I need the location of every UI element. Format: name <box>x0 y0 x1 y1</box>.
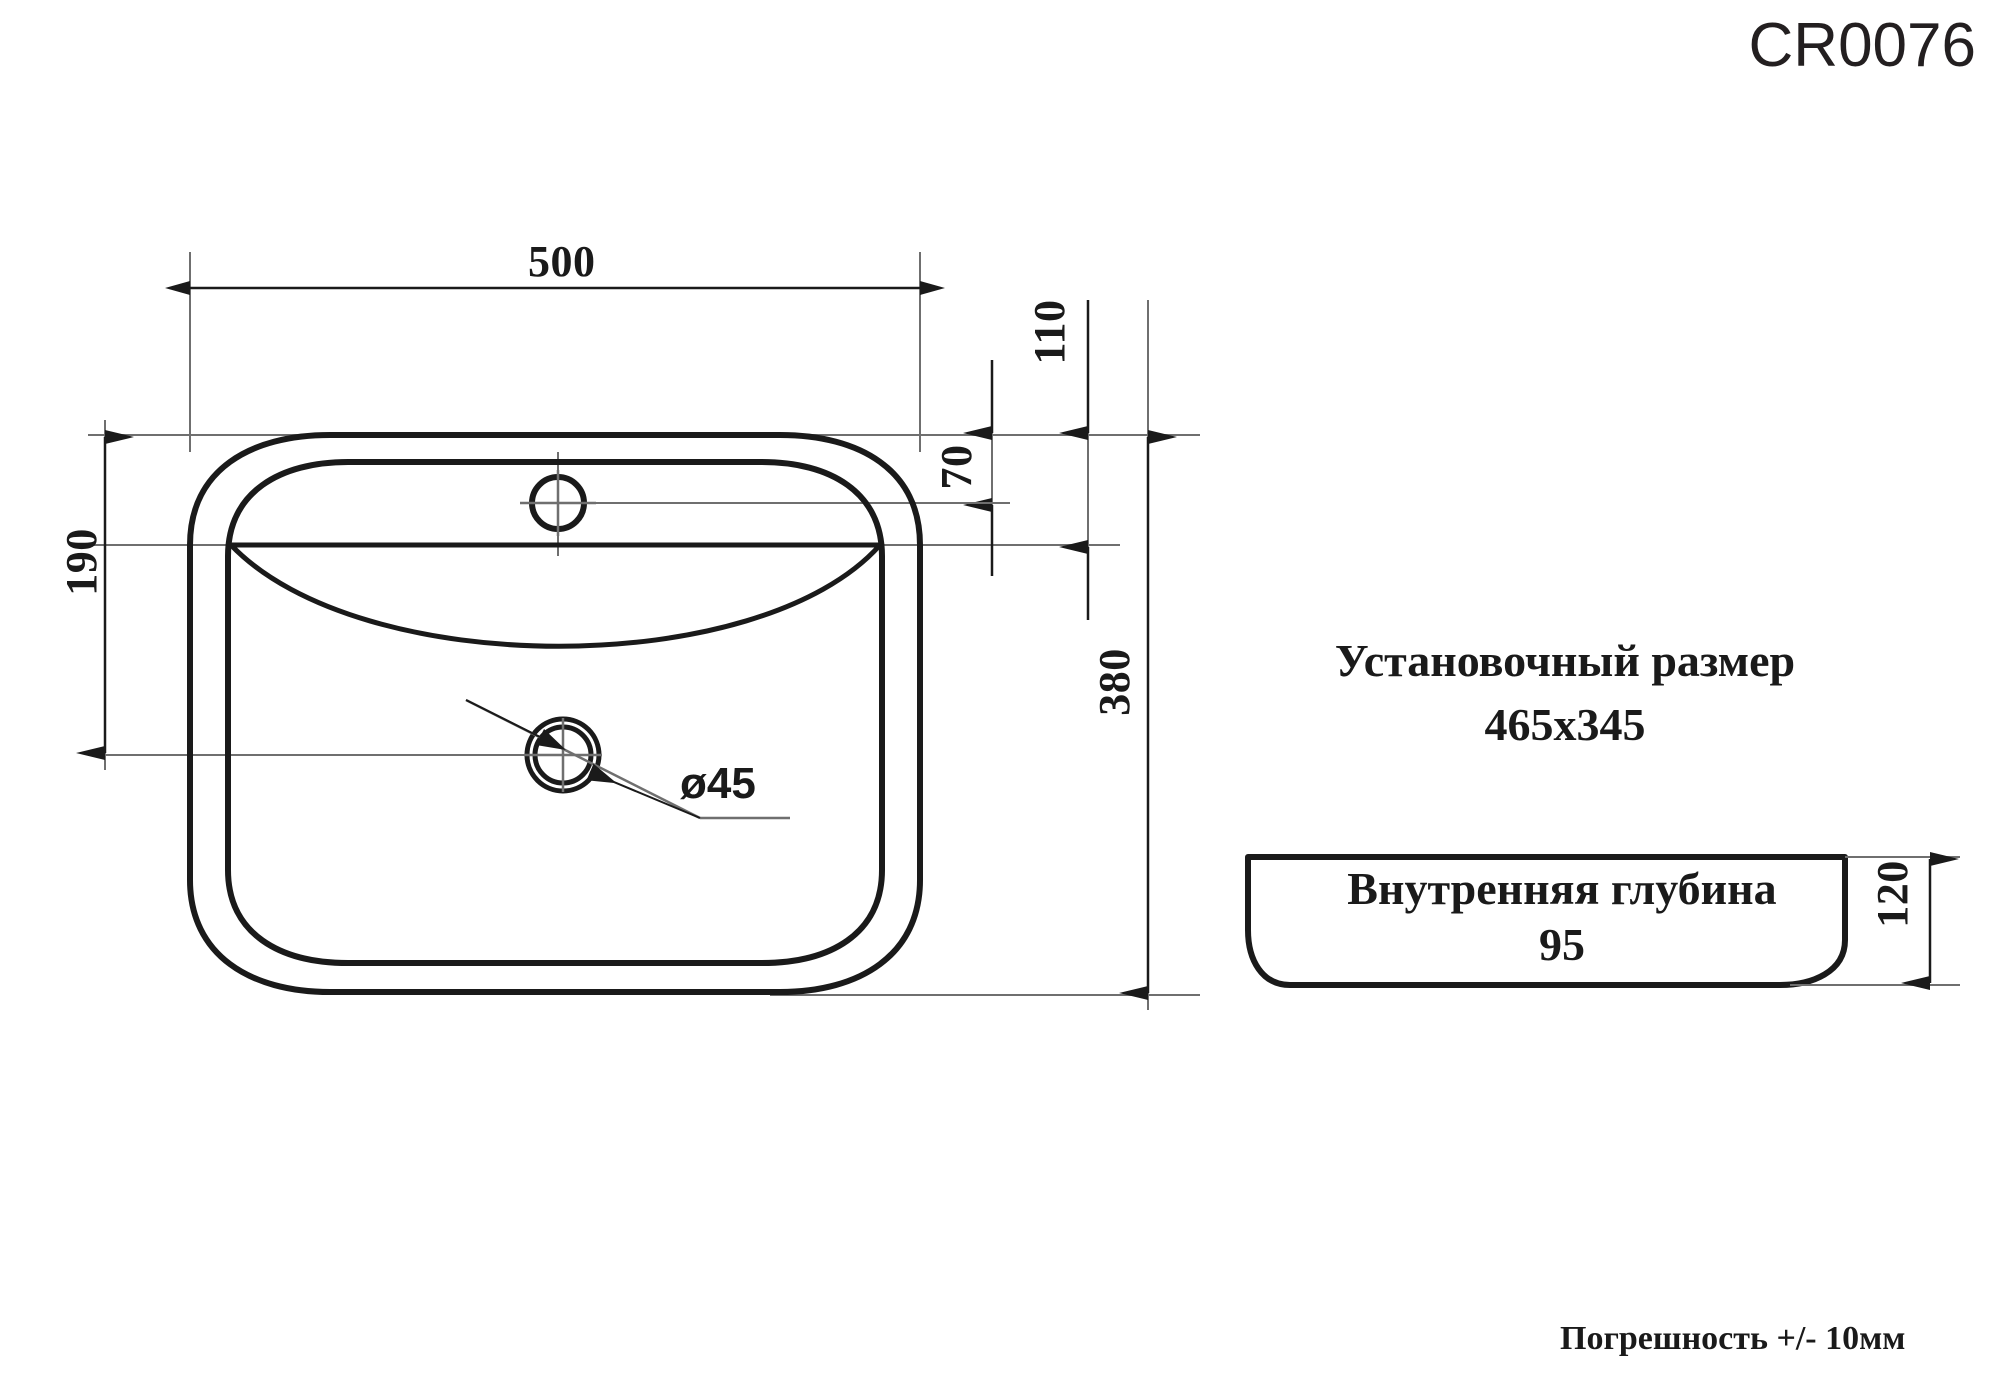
note-install-size-title: Установочный размер <box>1334 635 1796 686</box>
drain-hole-icon <box>524 716 602 794</box>
dimension-label-120: 120 <box>1868 860 1917 928</box>
basin-inner-edge <box>225 459 885 966</box>
profile-outline <box>1245 854 1848 988</box>
dimension-label-500: 500 <box>528 237 596 286</box>
dimension-label-drain-diameter: ø45 <box>680 759 756 808</box>
dimension-faucet-offset-70 <box>860 360 1010 576</box>
dimension-label-70: 70 <box>932 444 981 490</box>
basin-outer-edge <box>187 432 923 995</box>
note-install-size-value: 465х345 <box>1484 699 1646 750</box>
note-inner-depth-title: Внутренняя глубина <box>1347 863 1777 914</box>
basin-outline-group <box>187 432 923 995</box>
basin-shelf-group <box>229 542 882 649</box>
drain-diameter-leader <box>465 698 790 820</box>
faucet-hole-icon <box>520 470 596 536</box>
dimension-label-380: 380 <box>1090 648 1139 716</box>
dimension-label-190: 190 <box>57 528 106 596</box>
tolerance-note: Погрешность +/- 10мм <box>1560 1320 1906 1357</box>
note-inner-depth-value: 95 <box>1539 919 1585 970</box>
part-code-title: CR0076 <box>1748 11 1976 80</box>
shelf-sag-curve <box>229 543 882 649</box>
dimension-label-110: 110 <box>1025 299 1074 365</box>
